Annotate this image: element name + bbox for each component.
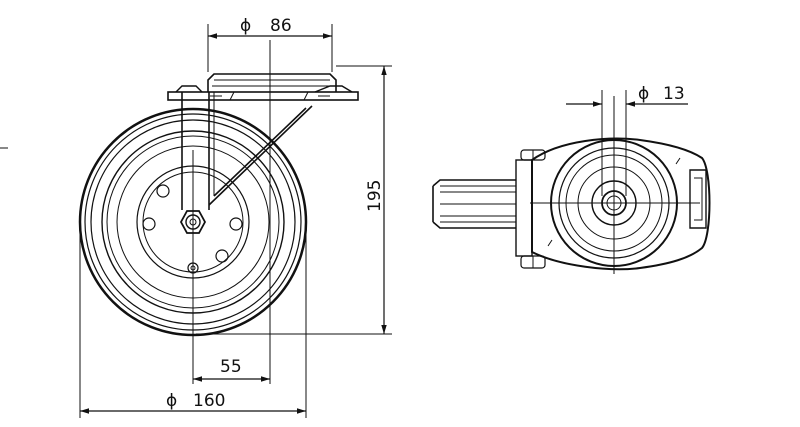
tread-stub: [432, 179, 516, 229]
side-view: [78, 73, 359, 337]
dimension-height: 195: [196, 65, 392, 335]
dimension-label: 160: [193, 391, 225, 411]
swivel-housing: [207, 73, 337, 92]
dimension-top-diameter: ϕ 86: [207, 16, 333, 72]
housing-marks: [547, 157, 681, 247]
top-plate: [167, 91, 359, 101]
dimension-label: 195: [365, 180, 385, 212]
diameter-symbol: ϕ: [240, 16, 251, 36]
hub-hole: [156, 184, 170, 198]
swivel-rings: [212, 79, 332, 87]
dimension-label: 86: [270, 16, 292, 36]
fork-leg: [181, 92, 210, 210]
fork-strut: [208, 105, 313, 206]
hub-hole: [215, 249, 229, 263]
fork-side-plate: [515, 159, 533, 257]
plate-details: [210, 91, 330, 101]
hub-hole: [142, 217, 156, 231]
dimension-offset: 55: [193, 357, 270, 382]
dimension-label: 55: [220, 357, 242, 377]
housing-lug-inner: [694, 177, 703, 221]
hub-hole: [229, 217, 243, 231]
dimension-bore-diameter: ϕ 13: [566, 84, 688, 196]
dimension-wheel-diameter: ϕ 160: [79, 226, 307, 418]
tread-lines: [440, 185, 516, 223]
dimension-label: 13: [663, 84, 685, 104]
diameter-symbol: ϕ: [166, 391, 177, 411]
fork-bend: [175, 85, 203, 93]
diameter-symbol: ϕ: [638, 84, 649, 104]
axle-nut: [179, 210, 207, 234]
housing-lug: [689, 169, 707, 229]
end-view: [432, 137, 711, 271]
fork-bend-right: [314, 85, 353, 93]
